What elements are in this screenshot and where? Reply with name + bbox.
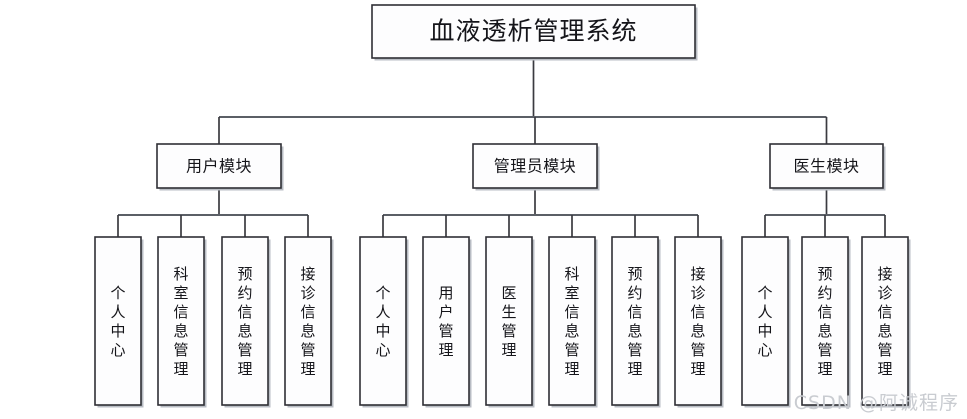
module-label-0: 用户模块: [186, 157, 252, 176]
box-outline: [156, 143, 282, 189]
module-label-2: 医生模块: [793, 157, 859, 176]
watermark: CSDN @阿诚程序: [794, 388, 959, 415]
leaf-label-0-3: 接诊信息管理: [300, 265, 315, 378]
leaf-label-2-1: 预约信息管理: [817, 265, 832, 378]
box-outline: [284, 236, 332, 406]
box-outline: [359, 236, 407, 406]
node-leaf-0-2[interactable]: 预约信息管理: [221, 236, 271, 408]
node-module-2[interactable]: 医生模块: [769, 143, 886, 191]
box-outline: [485, 236, 533, 406]
node-leaf-2-0[interactable]: 个人中心: [741, 236, 791, 408]
node-leaf-1-3[interactable]: 科室信息管理: [548, 236, 598, 408]
box-outline: [157, 236, 205, 406]
node-leaf-0-3[interactable]: 接诊信息管理: [284, 236, 334, 408]
node-leaf-0-1[interactable]: 科室信息管理: [157, 236, 207, 408]
box-outline: [221, 236, 269, 406]
node-leaf-1-5[interactable]: 接诊信息管理: [674, 236, 724, 408]
module-label-1: 管理员模块: [494, 157, 577, 176]
box-outline: [801, 236, 849, 406]
node-leaf-2-2[interactable]: 接诊信息管理: [861, 236, 911, 408]
node-leaf-1-1[interactable]: 用户管理: [422, 236, 472, 408]
watermark-brand: CSDN: [793, 392, 852, 414]
box-outline: [769, 143, 884, 189]
node-leaf-1-2[interactable]: 医生管理: [485, 236, 535, 408]
box-outline: [861, 236, 909, 406]
node-leaf-0-0[interactable]: 个人中心: [94, 236, 144, 408]
leaf-label-1-1: 用户管理: [438, 284, 453, 359]
root-label: 血液透析管理系统: [429, 17, 637, 46]
box-outline: [94, 236, 142, 406]
leaf-label-0-0: 个人中心: [110, 284, 125, 359]
node-module-0[interactable]: 用户模块: [156, 143, 284, 191]
box-outline: [611, 236, 659, 406]
node-leaf-2-1[interactable]: 预约信息管理: [801, 236, 851, 408]
node-root[interactable]: 血液透析管理系统: [371, 4, 698, 61]
box-outline: [371, 4, 696, 59]
leaf-label-0-2: 预约信息管理: [237, 265, 252, 378]
leaf-label-2-2: 接诊信息管理: [877, 265, 892, 378]
box-outline: [472, 143, 598, 189]
leaf-label-1-0: 个人中心: [375, 284, 390, 359]
leaf-label-0-1: 科室信息管理: [173, 265, 188, 378]
box-outline: [422, 236, 470, 406]
box-outline: [741, 236, 789, 406]
leaf-label-1-3: 科室信息管理: [564, 265, 579, 378]
leaf-label-1-4: 预约信息管理: [627, 265, 642, 378]
leaf-label-1-2: 医生管理: [501, 284, 516, 359]
node-leaf-1-0[interactable]: 个人中心: [359, 236, 409, 408]
leaf-label-1-5: 接诊信息管理: [690, 265, 705, 378]
box-outline: [674, 236, 722, 406]
connectors-layer: [117, 58, 886, 237]
leaf-label-2-0: 个人中心: [757, 284, 772, 359]
node-module-1[interactable]: 管理员模块: [472, 143, 600, 191]
box-outline: [548, 236, 596, 406]
node-leaf-1-4[interactable]: 预约信息管理: [611, 236, 661, 408]
watermark-user: @阿诚程序: [858, 392, 959, 414]
